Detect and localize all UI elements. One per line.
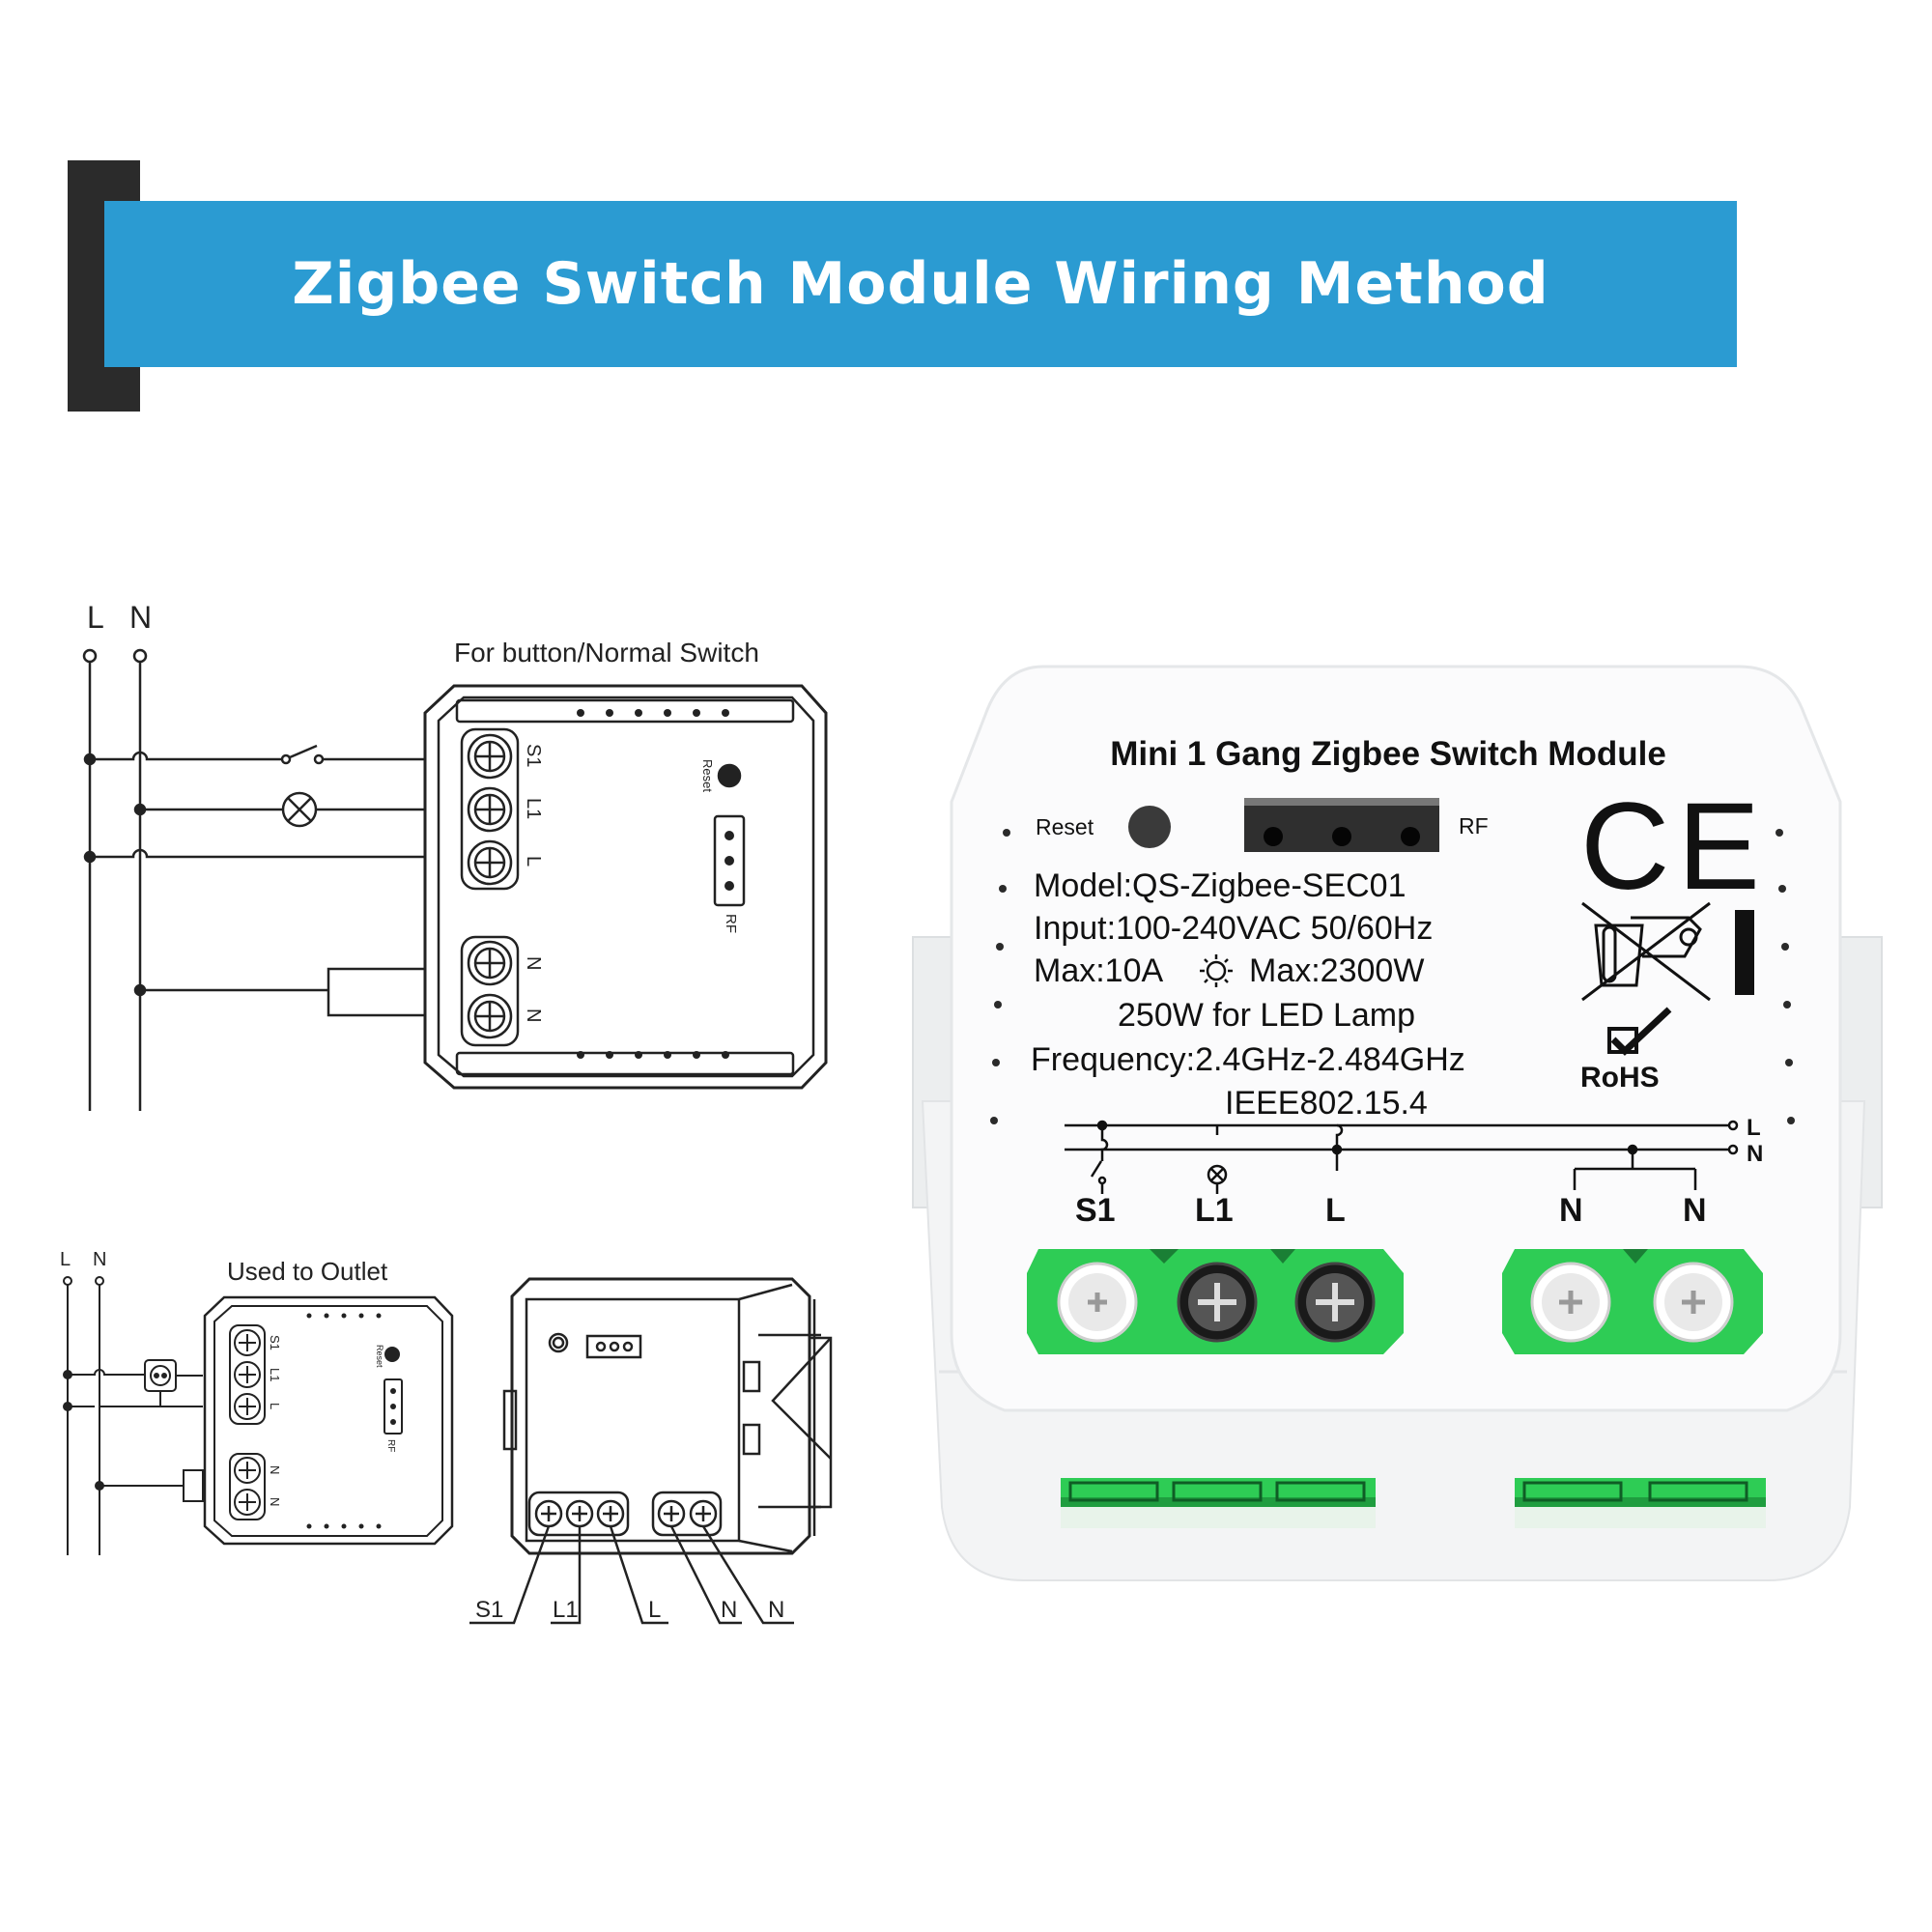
outlet-term-l: L [268,1403,282,1409]
weee-bar-icon [1735,910,1754,995]
outlet-caption: Used to Outlet [227,1257,388,1286]
device-face-schematic [1065,1120,1739,1194]
spec-input: Input:100-240VAC 50/60Hz [1034,910,1433,947]
top-screw-s1 [467,733,513,780]
device-line-label-n: N [1747,1141,1763,1167]
device-term-label-n2: N [1683,1192,1707,1229]
device-term-label-l: L [1325,1192,1346,1229]
side-label-l1: L1 [553,1597,579,1623]
side-rf-connector [585,1334,642,1359]
side-module-outline [510,1277,811,1555]
diagram-top: L N For button/Normal Switch [82,600,828,1111]
top-caption: For button/Normal Switch [454,638,759,668]
top-reset-button [717,763,742,788]
outlet-line-label-n: N [93,1249,106,1270]
weee-bin-icon [1581,901,1711,1002]
side-label-l: L [648,1597,661,1623]
device-title: Mini 1 Gang Zigbee Switch Module [1110,735,1666,773]
device-term-label-s1: S1 [1075,1192,1116,1229]
diagram-side-view: S1 L1 L N N [469,1277,833,1625]
top-screw-n2 [467,993,513,1039]
top-screw-l [467,839,513,886]
device-reset-label: Reset [1036,814,1094,839]
outlet-term-n2: N [268,1497,282,1506]
outlet-socket-icon [144,1359,177,1392]
rohs-check-icon [1607,1007,1672,1056]
device-screw-l[interactable] [1294,1262,1376,1343]
top-term-l: L [523,856,544,867]
top-screw-l1 [467,786,513,833]
top-rf-connector [713,814,746,907]
banner: Zigbee Switch Module Wiring Method [104,201,1737,367]
spec-led: 250W for LED Lamp [1118,997,1415,1034]
device-screw-l1[interactable] [1177,1262,1258,1343]
device-term-label-l1: L1 [1195,1192,1234,1229]
side-label-n1: N [721,1597,737,1623]
top-screw-n1 [467,940,513,986]
outlet-term-n1: N [268,1465,282,1474]
top-term-s1: S1 [523,744,544,767]
outlet-line-label-l: L [60,1249,71,1270]
outlet-rf-label: RF [385,1439,396,1452]
rohs-label: RoHS [1580,1062,1660,1094]
top-reset-label: Reset [700,759,715,792]
sun-icon [1200,954,1233,987]
top-term-n2: N [523,1009,544,1022]
top-terminal-block-b [460,935,520,1047]
device-bottom-terminals [1061,1478,1766,1528]
device-term-label-n1: N [1559,1192,1583,1229]
device-screw-s1[interactable] [1057,1262,1138,1343]
device-render: Mini 1 Gang Zigbee Switch Module Reset R… [912,665,1883,1581]
spec-max-power: Max:2300W [1249,952,1424,989]
spec-max-current: Max:10A [1034,952,1163,989]
top-module-outline [423,684,828,1090]
outlet-term-l1: L1 [268,1368,282,1381]
top-line-label-n: N [129,600,152,635]
top-term-l1: L1 [523,798,544,819]
ce-mark-icon: CE [1580,778,1768,916]
top-terminal-block-a [460,727,520,891]
device-screw-n2[interactable] [1653,1262,1734,1343]
switch-symbol [289,744,318,759]
outlet-module-outline [203,1295,454,1546]
device-top-face [950,665,1842,1412]
device-screw-n1[interactable] [1530,1262,1611,1343]
top-rf-label: RF [723,914,739,933]
top-line-label-l: L [87,600,104,635]
device-line-label-l: L [1747,1115,1761,1141]
side-label-n2: N [768,1597,784,1623]
banner-title: Zigbee Switch Module Wiring Method [292,250,1549,318]
spec-model: Model:QS-Zigbee-SEC01 [1034,867,1406,904]
outlet-term-s1: S1 [268,1335,282,1350]
spec-frequency: Frequency:2.4GHz-2.484GHz [1031,1041,1465,1078]
side-label-s1: S1 [475,1597,503,1623]
device-rf-label: RF [1459,813,1489,838]
top-term-n1: N [523,956,544,970]
outlet-reset-label: Reset [375,1345,384,1368]
spec-ieee: IEEE802.15.4 [1225,1085,1428,1122]
diagram-outlet: L N Used to Outlet S1 L1 [60,1249,454,1555]
device-reset-button[interactable] [1128,806,1171,848]
